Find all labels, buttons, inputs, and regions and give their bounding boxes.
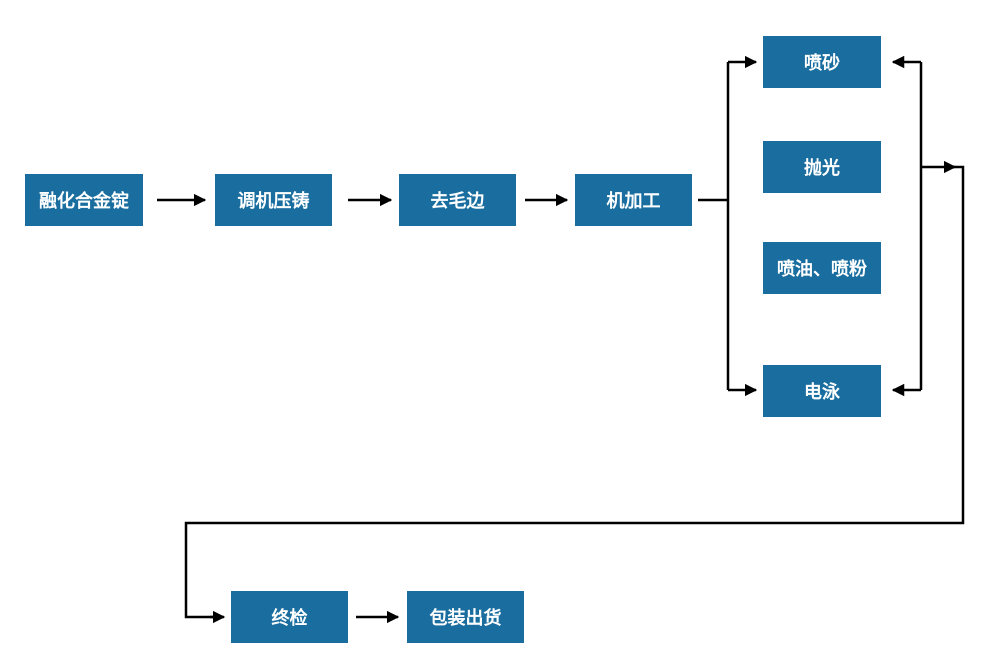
return-loop xyxy=(184,165,965,619)
node-machining: 机加工 xyxy=(575,174,692,226)
node-electrophoresis: 电泳 xyxy=(763,365,881,417)
node-paint-powder: 喷油、喷粉 xyxy=(763,242,881,294)
node-deburr: 去毛边 xyxy=(399,174,516,226)
node-die-casting: 调机压铸 xyxy=(215,174,332,226)
node-final-inspection: 终检 xyxy=(231,591,348,643)
node-polish: 抛光 xyxy=(763,141,881,193)
node-melt-alloy: 融化合金锭 xyxy=(25,174,143,226)
node-pack-ship: 包装出货 xyxy=(407,591,524,643)
node-sandblast: 喷砂 xyxy=(763,36,881,88)
